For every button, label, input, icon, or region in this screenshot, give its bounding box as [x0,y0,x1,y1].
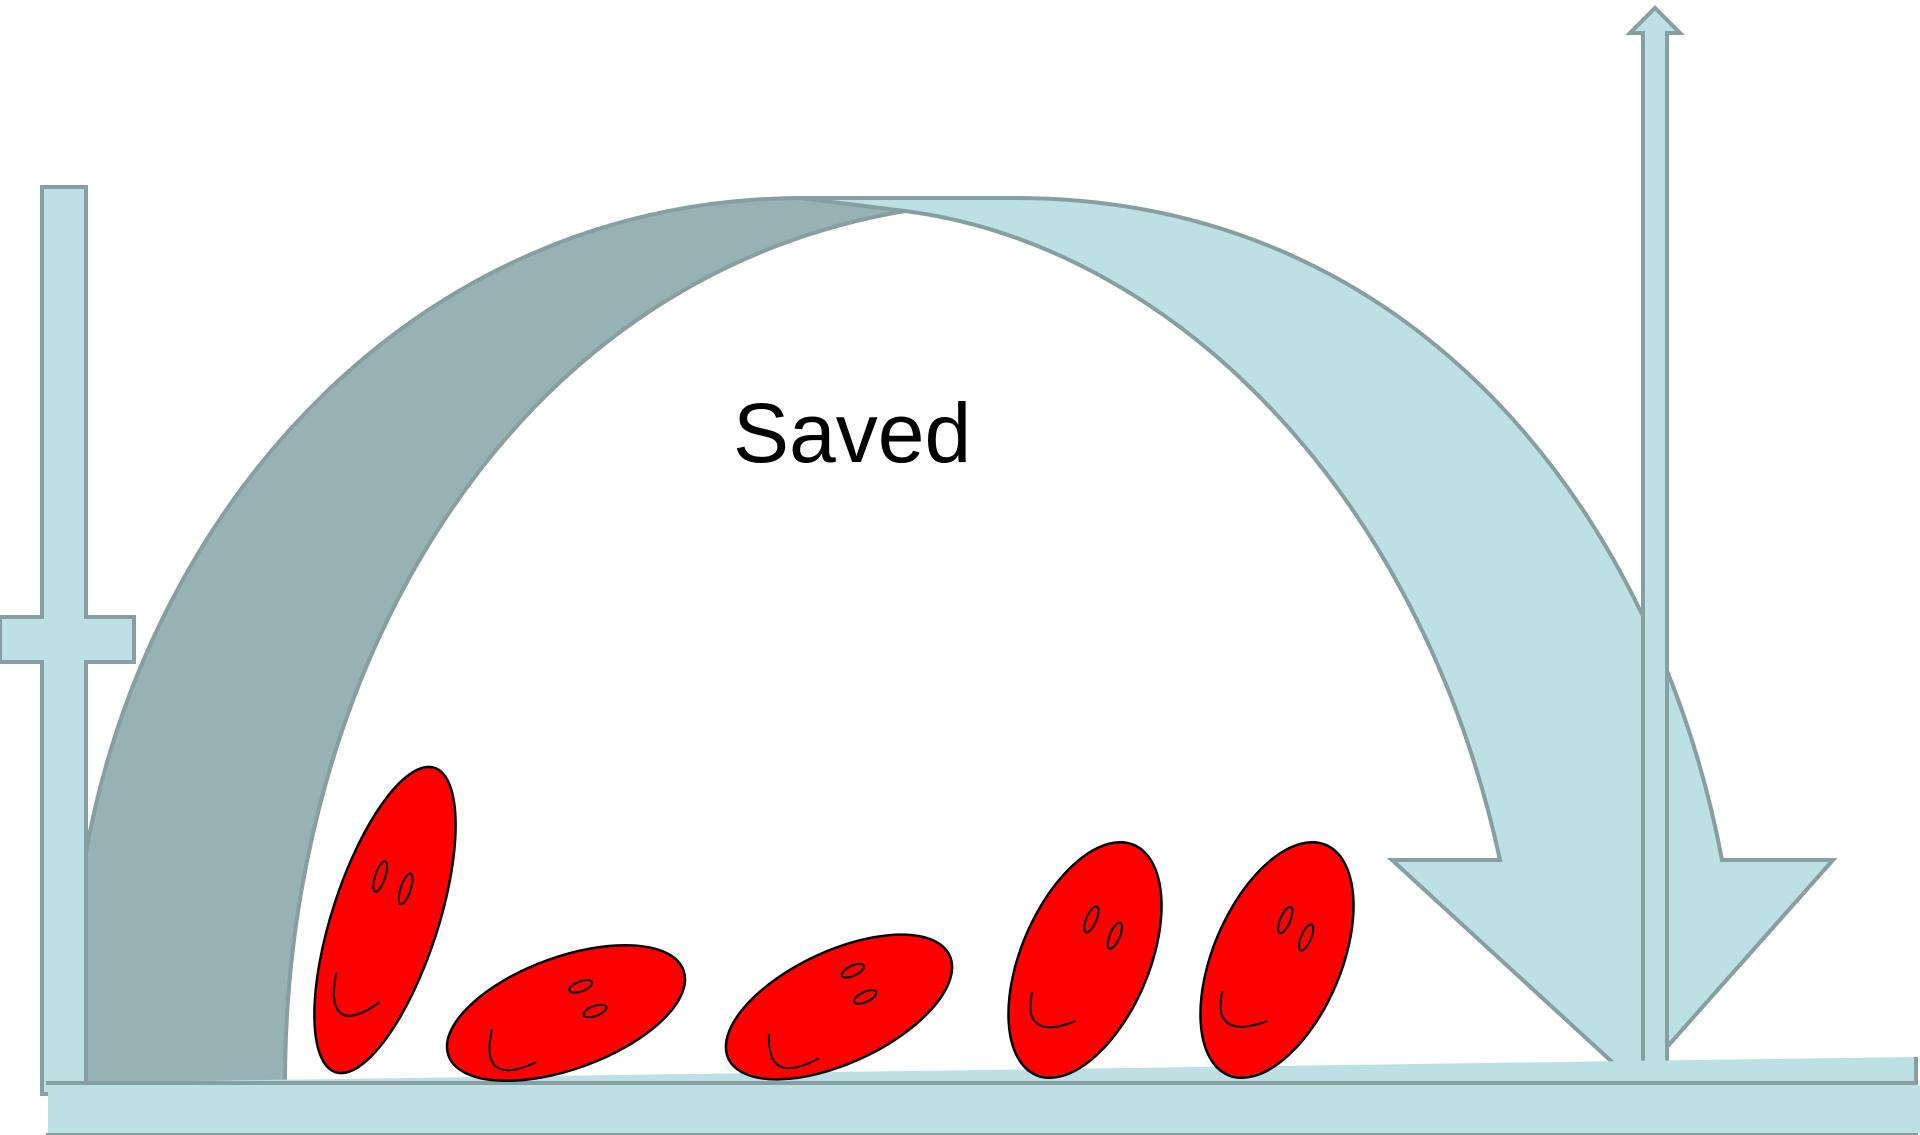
eye [1297,923,1315,952]
eye [840,962,866,979]
eye [1106,921,1124,950]
smiley-face-5 [1199,841,1355,1079]
eye [568,979,594,994]
eye [1083,905,1100,934]
mouth [488,1029,537,1072]
smiley-face-1 [313,765,457,1075]
eye [853,989,878,1005]
ground-bar-fill [48,1085,1920,1133]
smiley-face-4 [1007,841,1163,1079]
mouth [1219,990,1268,1028]
curved-arrow-back [84,195,906,1085]
mouth [332,972,380,1017]
curved-arrow-front [799,196,1838,1086]
mouth [1029,991,1076,1029]
smiley-face-3 [724,933,954,1081]
mouth [767,1034,820,1070]
eye [372,860,389,893]
saved-label: Saved [733,386,971,480]
smiley-face-2 [445,943,687,1083]
eye [397,872,414,906]
eye [1277,906,1294,935]
eye [582,1003,608,1019]
